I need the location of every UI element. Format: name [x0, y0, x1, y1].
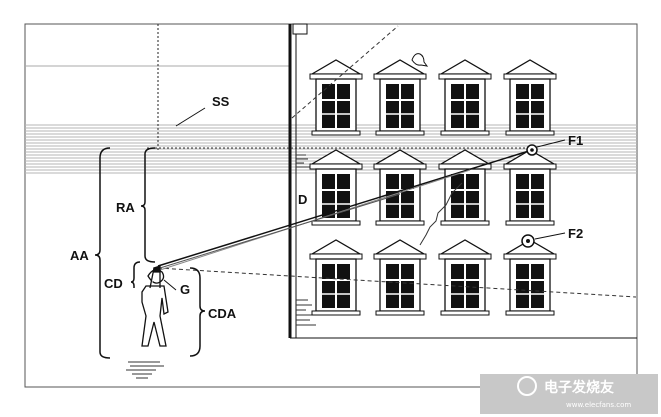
diagram-frame [24, 23, 638, 388]
label-d: D [298, 192, 307, 207]
label-cda: CDA [208, 306, 237, 321]
building-windows [309, 59, 557, 316]
window [438, 149, 492, 226]
window [438, 59, 492, 136]
window [373, 239, 427, 316]
sight-line-ground-dashed [157, 267, 637, 298]
window [503, 149, 557, 226]
bracket-aa [94, 147, 111, 359]
label-g: G [180, 282, 190, 297]
bracket-ra [140, 147, 156, 263]
facade-crack [419, 182, 463, 246]
window [373, 59, 427, 136]
window [373, 149, 427, 226]
label-cd: CD [104, 276, 123, 291]
building [288, 23, 637, 339]
label-f1: F1 [568, 133, 583, 148]
label-ss: SS [212, 94, 230, 109]
bracket-cda [189, 267, 206, 357]
surveyor-figure [141, 265, 169, 347]
bracket-cd [130, 261, 141, 288]
watermark-text: 电子发烧友 [544, 379, 614, 396]
laser-beam-f1 [157, 149, 533, 267]
window [438, 239, 492, 316]
window [309, 149, 363, 226]
label-ra: RA [116, 200, 135, 215]
watermark-logo: 电子发烧友 www.elecfans.com [480, 374, 658, 414]
window [309, 239, 363, 316]
window [309, 59, 363, 136]
ground-hatch [126, 361, 164, 379]
label-aa: AA [70, 248, 89, 263]
watermark-emblem-icon [517, 376, 537, 396]
laser-beam-lower [159, 193, 401, 269]
bird-icon [411, 53, 429, 67]
sight-line-upper-dashed [291, 25, 399, 119]
watermark-subtext: www.elecfans.com [566, 401, 631, 409]
window [503, 239, 557, 316]
window [503, 59, 557, 136]
label-f2: F2 [568, 226, 583, 241]
